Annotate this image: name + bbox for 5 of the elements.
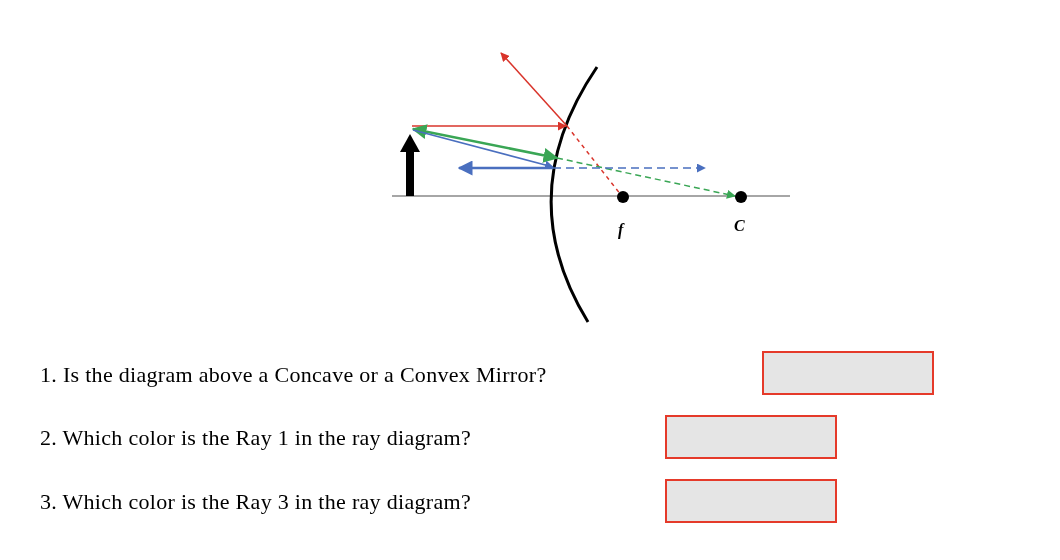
question-text: 2. Which color is the Ray 1 in the ray diagram? [40, 427, 471, 449]
point-label: C [734, 218, 745, 234]
question-text: 1. Is the diagram above a Concave or a Convex Mirror? [40, 364, 547, 386]
point-label: f [618, 222, 624, 238]
question-text: 3. Which color is the Ray 3 in the ray diagram? [40, 491, 471, 513]
